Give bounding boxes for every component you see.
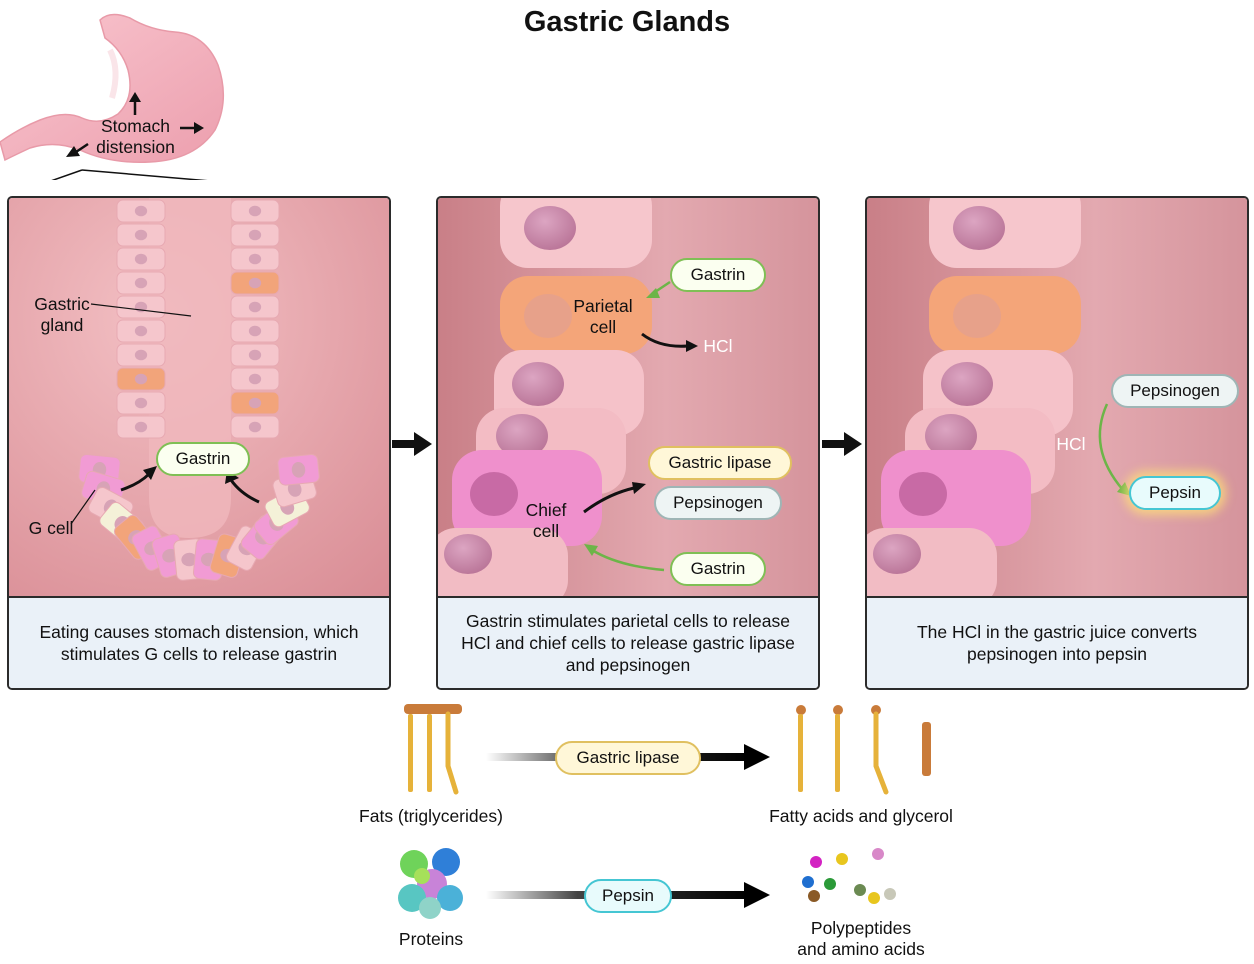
gland-cell <box>230 391 280 415</box>
gland-cell <box>230 223 280 247</box>
gastric-gland-label: Gastric gland <box>19 294 105 336</box>
parietal-label-line1: Parietal <box>573 296 633 316</box>
parietal-label-line2: cell <box>589 317 617 337</box>
triglyceride-icon <box>404 704 462 795</box>
gastric-gland-label-line2: gland <box>40 315 84 335</box>
gland-cell <box>116 295 166 319</box>
gland-cell <box>116 247 166 271</box>
panel-pepsin-conversion: Pepsinogen HCl Pepsin The HCl in the gas… <box>865 196 1249 690</box>
stomach-label-line1: Stomach <box>100 116 171 136</box>
gland-cell <box>230 271 280 295</box>
gland-cell <box>116 343 166 367</box>
panel2-caption: Gastrin stimulates parietal cells to rel… <box>438 596 818 688</box>
gastric-gland-label-line1: Gastric <box>34 294 90 314</box>
gland-cell <box>277 453 320 486</box>
fats-label: Fats (triglycerides) <box>359 806 503 826</box>
gastrin-pill: Gastrin <box>156 442 250 476</box>
panel-gastric-gland: Gastric gland G cell Gastrin Eating caus… <box>7 196 391 690</box>
gastric-gland-illustration <box>9 198 389 598</box>
gland-cell <box>116 367 166 391</box>
chief-cell-label: Chief cell <box>508 500 584 542</box>
polypeptides-label: Polypeptides and amino acids <box>776 918 946 960</box>
parietal-cell-label: Parietal cell <box>560 296 646 338</box>
fatty-acids-glycerol-icon <box>796 705 931 795</box>
gland-cell <box>230 343 280 367</box>
gland-cell <box>230 319 280 343</box>
fatty-acids-label: Fatty acids and glycerol <box>769 806 953 826</box>
gland-cell <box>230 295 280 319</box>
stomach-label-line2: distension <box>96 137 175 157</box>
gland-cell <box>230 367 280 391</box>
products-label-line2: and amino acids <box>797 939 925 959</box>
gland-cell <box>116 319 166 343</box>
stomach-distension-label: Stomach distension <box>88 116 183 158</box>
gastrin-pill-top: Gastrin <box>670 258 766 292</box>
diagram-title: Gastric Glands <box>523 6 731 38</box>
amino-acids-icon <box>802 848 896 904</box>
gland-cell <box>230 247 280 271</box>
next-arrow-2 <box>822 432 862 456</box>
gland-cell <box>116 415 166 439</box>
gastrin-pill-bottom: Gastrin <box>670 552 766 586</box>
protein-icon <box>398 848 463 919</box>
panel1-caption: Eating causes stomach distension, which … <box>9 596 389 688</box>
products-label-line1: Polypeptides <box>810 918 912 938</box>
chief-label-line1: Chief <box>525 500 567 520</box>
pepsinogen-pill-panel3: Pepsinogen <box>1111 374 1239 408</box>
hcl-label-panel3: HCl <box>1056 434 1086 454</box>
gland-cell <box>230 415 280 439</box>
gland-cell <box>116 271 166 295</box>
pepsin-pill: Pepsin <box>1129 476 1221 510</box>
panel3-caption: The HCl in the gastric juice converts pe… <box>867 596 1247 688</box>
gland-cell <box>230 199 280 223</box>
chief-label-line2: cell <box>532 521 560 541</box>
next-arrow-1 <box>392 432 432 456</box>
panel-parietal-chief-cells: Gastrin Parietal cell HCl Gastric lipase… <box>436 196 820 690</box>
hcl-label: HCl <box>703 336 733 356</box>
gland-cell <box>116 199 166 223</box>
pepsin-reaction-pill: Pepsin <box>584 879 672 913</box>
parietal-chief-illustration <box>438 198 818 598</box>
gastric-lipase-pill: Gastric lipase <box>648 446 792 480</box>
stomach-illustration <box>0 13 225 180</box>
g-cell-label: G cell <box>28 518 74 538</box>
gland-cell <box>116 223 166 247</box>
gland-cell <box>116 391 166 415</box>
gastric-lipase-reaction-pill: Gastric lipase <box>555 741 701 775</box>
pepsinogen-pill: Pepsinogen <box>654 486 782 520</box>
proteins-label: Proteins <box>398 929 464 949</box>
